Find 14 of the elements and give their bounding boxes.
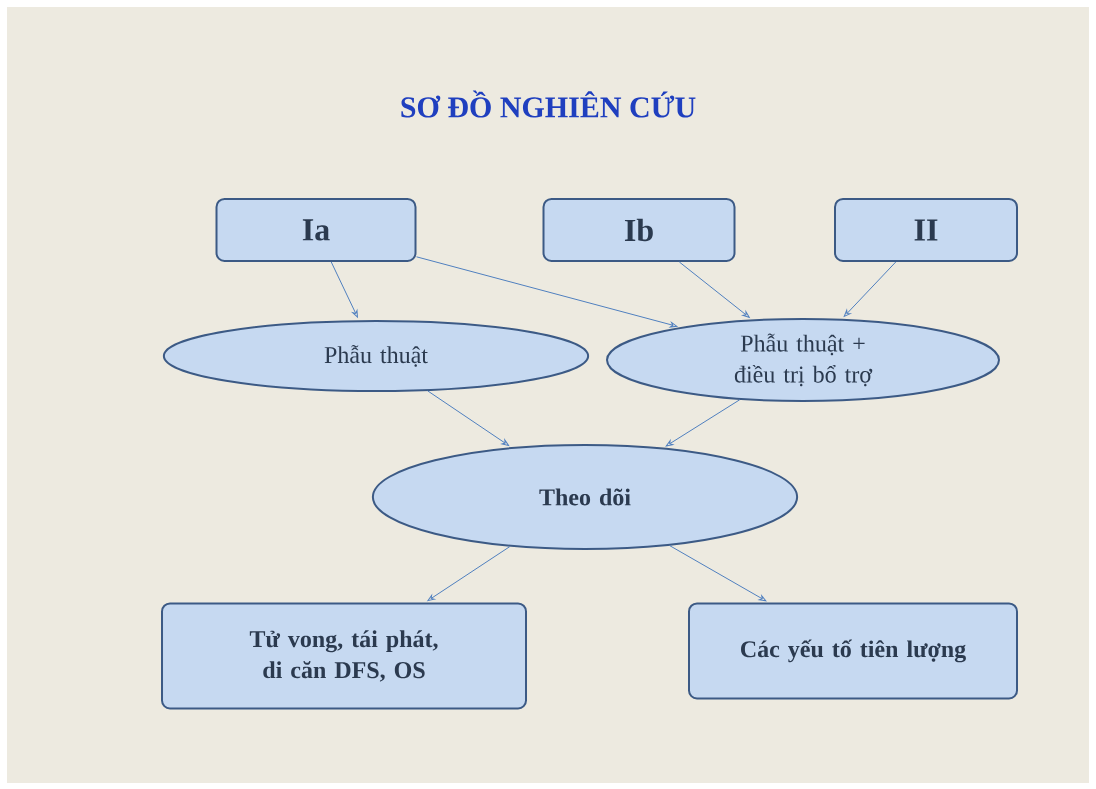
arrow — [427, 546, 511, 602]
arrow — [416, 256, 678, 328]
process-box: Các yếu tố tiên lượng — [688, 602, 1018, 700]
process-box: Tử vong, tái phát, di căn DFS, OS — [161, 602, 527, 710]
arrow — [678, 261, 750, 318]
arrow — [427, 390, 509, 446]
title: SƠ ĐỒ NGHIÊN CỨU — [401, 90, 696, 118]
process-box: Ib — [542, 198, 736, 262]
process-box: II — [834, 198, 1018, 262]
arrow — [665, 399, 741, 447]
process-box: Ia — [215, 198, 417, 262]
arrow — [330, 261, 358, 318]
arrow — [843, 261, 897, 317]
arrow — [669, 545, 767, 602]
